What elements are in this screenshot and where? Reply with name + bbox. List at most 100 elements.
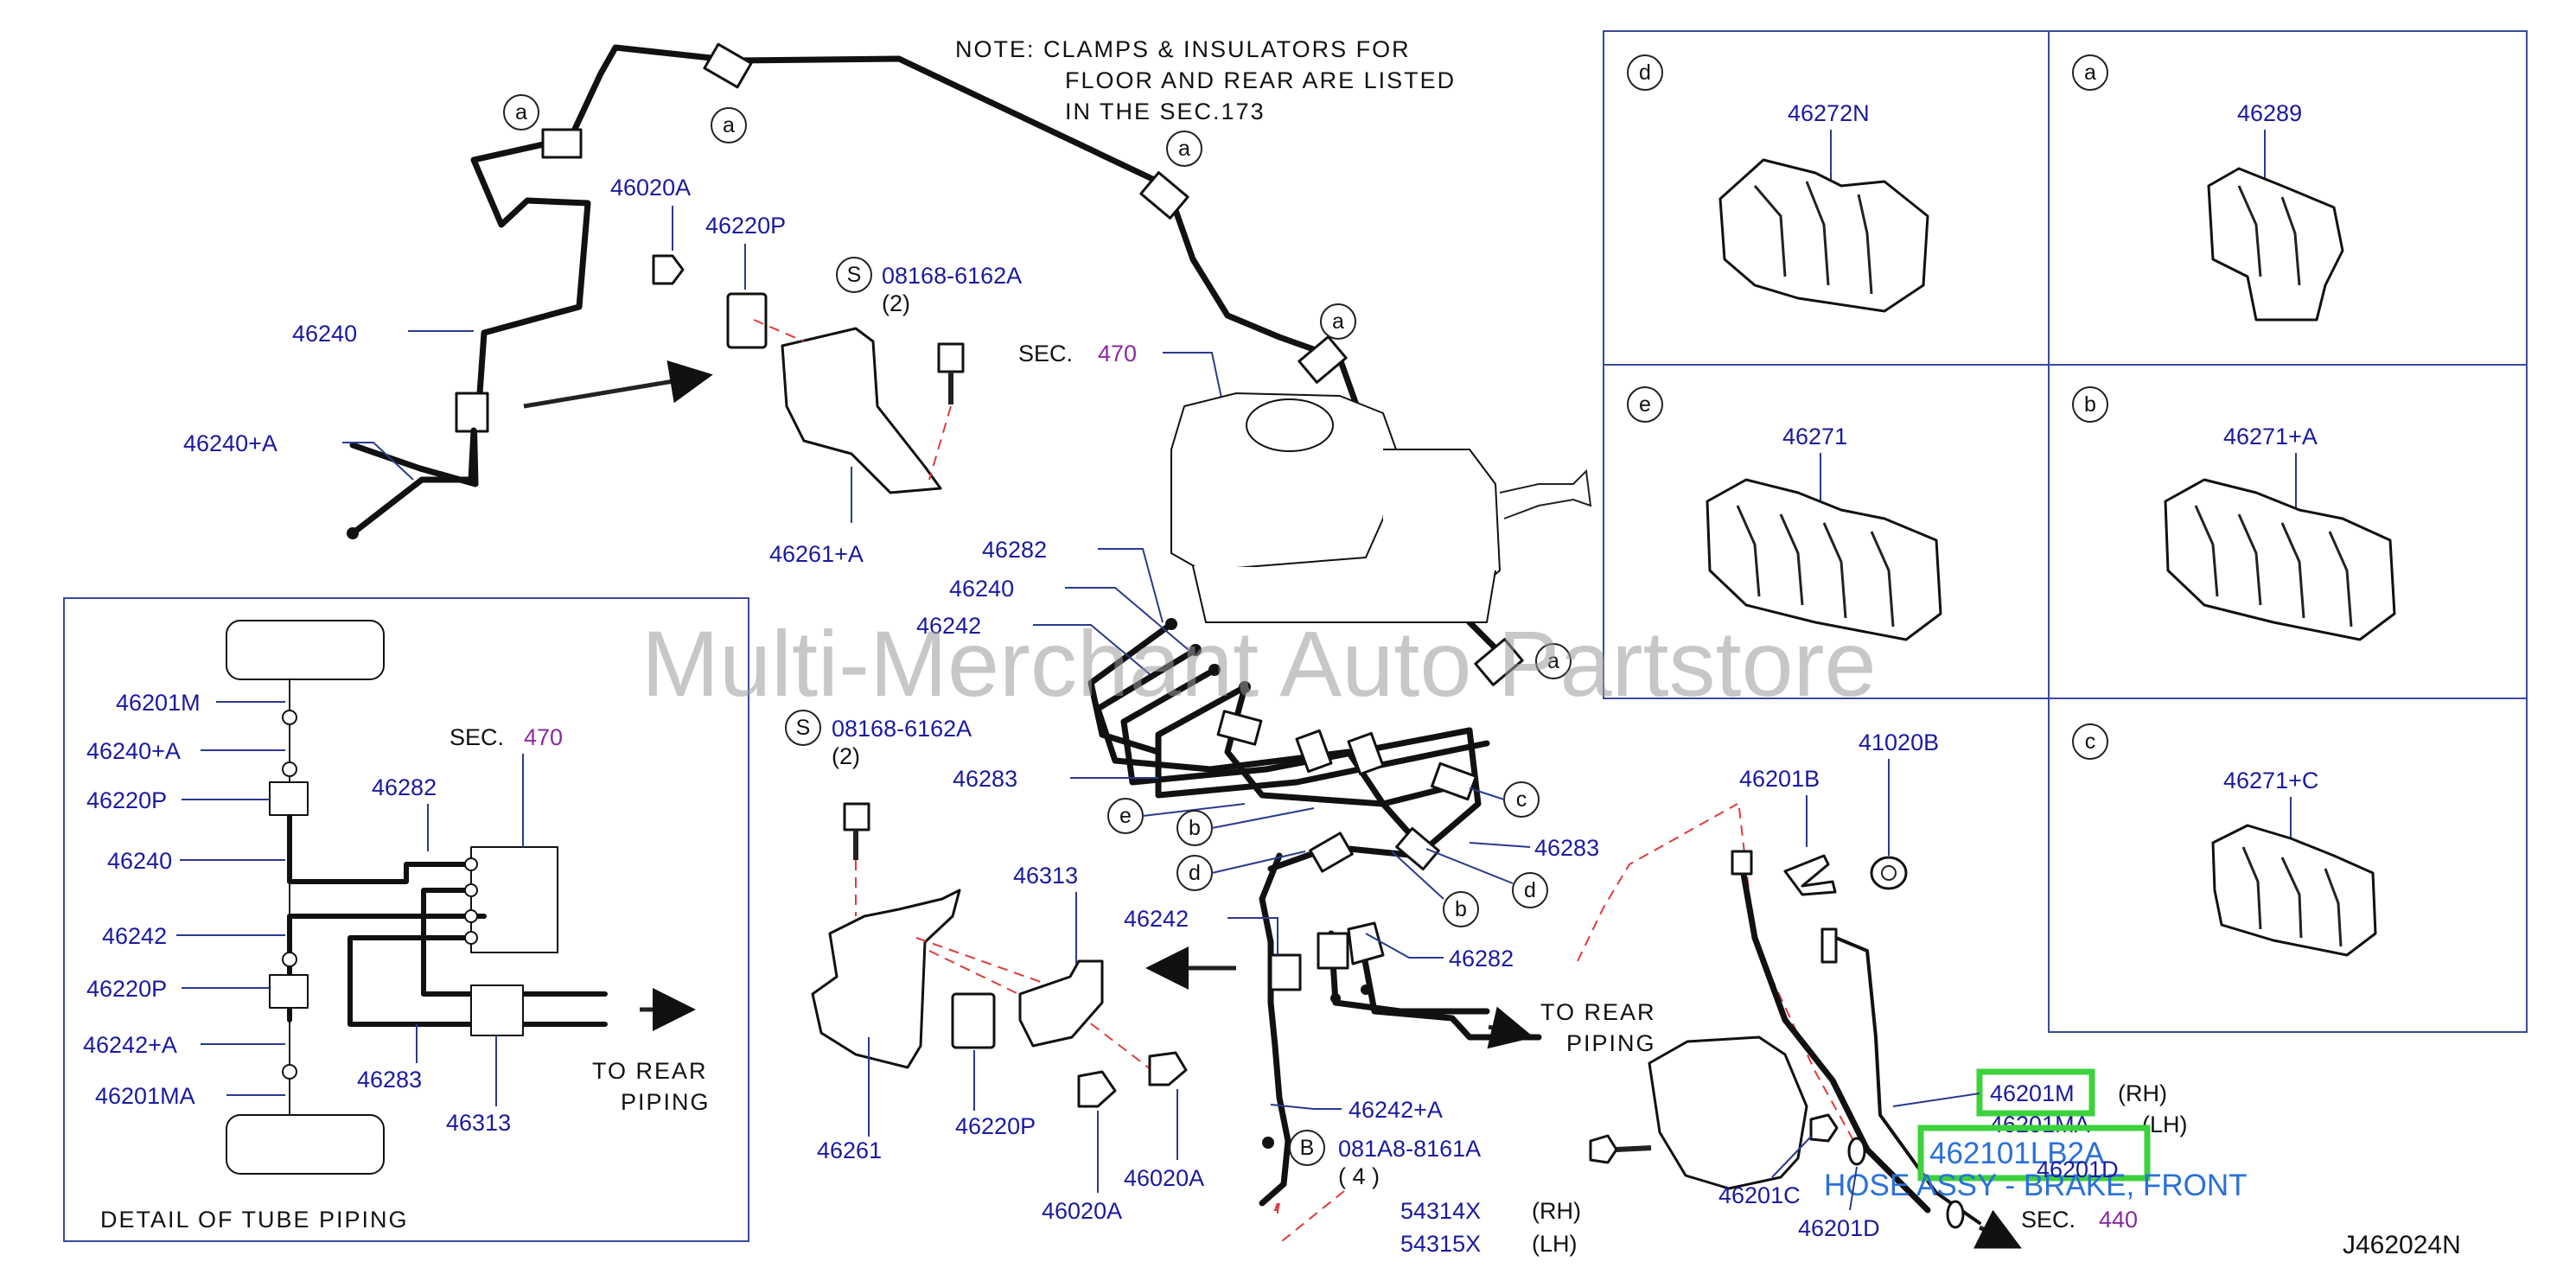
grid-label-46271c: 46271+C [2223,768,2318,793]
note-line-1: NOTE: CLAMPS & INSULATORS FOR [955,36,1411,62]
label-08168-top: 08168-6162A [882,263,1022,289]
label-08168-mid: 08168-6162A [832,716,972,742]
callout-a: a [1178,137,1190,161]
grid-label-46289: 46289 [2237,100,2302,126]
detail-wheel-bottom [226,1114,385,1175]
grid-label-46271: 46271 [1782,424,1847,449]
nut-41020b [1870,856,1908,890]
label-46020a-top: 46020A [610,175,691,201]
callout-a: a [515,100,527,124]
detail-label-piping: PIPING [621,1089,711,1115]
svg-text:b: b [2084,392,2096,417]
svg-text:d: d [1639,61,1651,85]
bracket-46261a [781,327,942,494]
detail-wheel-top [226,620,385,680]
label-hose-desc: HOSE ASSY - BRAKE, FRONT [1824,1169,2247,1202]
svg-text:e: e [1639,392,1651,417]
detail-label-sec: SEC. [450,724,504,750]
label-rh-1: (RH) [1532,1198,1581,1224]
callout-s: S [847,263,862,287]
reservoir-cap [1246,398,1334,452]
label-46283-b: 46283 [1534,835,1599,861]
clamp-grid: d 46272N a 46289 e 46271 b 46271+A [1603,30,2528,1033]
bracket-46261 [811,889,961,1069]
label-sec-bottom-num: 440 [2099,1207,2138,1233]
bolt-46020a-b [1077,1070,1117,1108]
label-54315x: 54315X [1400,1231,1481,1257]
grid-label-46272n: 46272N [1788,100,1870,126]
bolt-46020a [652,254,685,285]
callout-d: d [1189,861,1201,885]
label-46201m[interactable]: 46201M [1990,1080,2075,1106]
label-46261: 46261 [817,1137,882,1163]
grid-cell-c: c 46271+C [2072,723,2377,957]
label-qty-2-top: (2) [882,290,910,316]
label-rh-2: (RH) [2118,1080,2167,1106]
bolt-08168-top [937,342,965,373]
bolt-caliper [1589,1134,1618,1164]
detail-label-46220p-1: 46220P [86,787,167,813]
bolt-08168-mid [843,802,870,831]
highlight-46201m [1976,1068,2095,1117]
clamp-46271c [2211,824,2377,957]
note-line-3: IN THE SEC.173 [1065,99,1266,124]
detail-tube-piping: 46201M 46240+A 46220P 46240 46242 46220P… [63,597,749,1242]
detail-frame [63,597,749,1242]
clamp-a-1 [541,128,583,159]
detail-title: DETAIL OF TUBE PIPING [100,1207,409,1233]
label-46240-a: 46240+A [183,430,277,456]
hose-fitting-top [1731,850,1753,876]
detail-joint-1 [269,781,309,816]
clamp-a-3 [1139,171,1189,220]
insulator-46220p-b [951,992,996,1049]
callouts-top: a a a a a [503,94,1572,679]
pipe-connector [455,392,489,433]
insulator-46220p [726,292,768,349]
grid-cell-e: e 46271 [1627,386,1942,641]
label-41020b: 41020B [1859,730,1939,755]
label-46220p-b: 46220P [955,1113,1036,1139]
label-sec-bottom: SEC. [2021,1207,2075,1233]
bolt-46020a-c [1148,1051,1188,1086]
callout-a: a [1332,309,1344,334]
label-sec-top: SEC. [1018,341,1073,366]
detail-label-46220p-2: 46220P [86,976,167,1002]
label-qty-4: ( 4 ) [1338,1163,1380,1189]
bolt-46201c [1809,1113,1839,1143]
top-bracket-group: 46020A 46220P S 08168-6162A (2) 46261+A [610,175,1022,567]
detail-clamp [470,984,524,1036]
note-block: NOTE: CLAMPS & INSULATORS FOR FLOOR AND … [955,36,1456,124]
washer-46201d-a [1847,1137,1866,1166]
callout-s: S [796,716,811,740]
label-462101lb2a[interactable]: 462101LB2A [1929,1137,2105,1170]
label-46201b: 46201B [1739,766,1820,792]
note-line-2: FLOOR AND REAR ARE LISTED [1065,67,1456,93]
callout-a: a [1547,649,1559,673]
label-qty-2-mid: (2) [832,743,860,769]
highlight-462101lb2a [1917,1125,2151,1182]
clamp-46289 [2207,167,2344,322]
lower-bracket-group: 46313 46261 46220P 46020A 46020A [811,802,1204,1224]
detail-joint-2 [269,974,309,1009]
label-46201d-a: 46201D [2037,1156,2119,1182]
clamp-a-4 [1298,335,1348,384]
callout-b: b [1189,816,1201,840]
cylinder-body [1192,565,1496,623]
label-46282-a: 46282 [982,537,1047,563]
clamp-46313 [1018,959,1104,1048]
label-46313: 46313 [1013,863,1078,889]
label-46201d-b: 46201D [1798,1215,1880,1241]
detail-label-46240: 46240 [107,848,172,874]
washer-46201d-b [1946,1200,1965,1229]
clamp-a-2 [703,42,753,89]
callout-b: b [1455,897,1467,921]
label-46020a-c: 46020A [1042,1198,1122,1224]
label-54314x: 54314X [1400,1198,1481,1224]
detail-label-46242a: 46242+A [83,1032,177,1058]
callout-a: a [723,113,735,137]
grid-label-46271a: 46271+A [2223,424,2318,449]
label-46020a-b: 46020A [1124,1165,1204,1191]
grid-cell-b: b 46271+A [2072,386,2396,641]
svg-text:c: c [2085,730,2096,754]
